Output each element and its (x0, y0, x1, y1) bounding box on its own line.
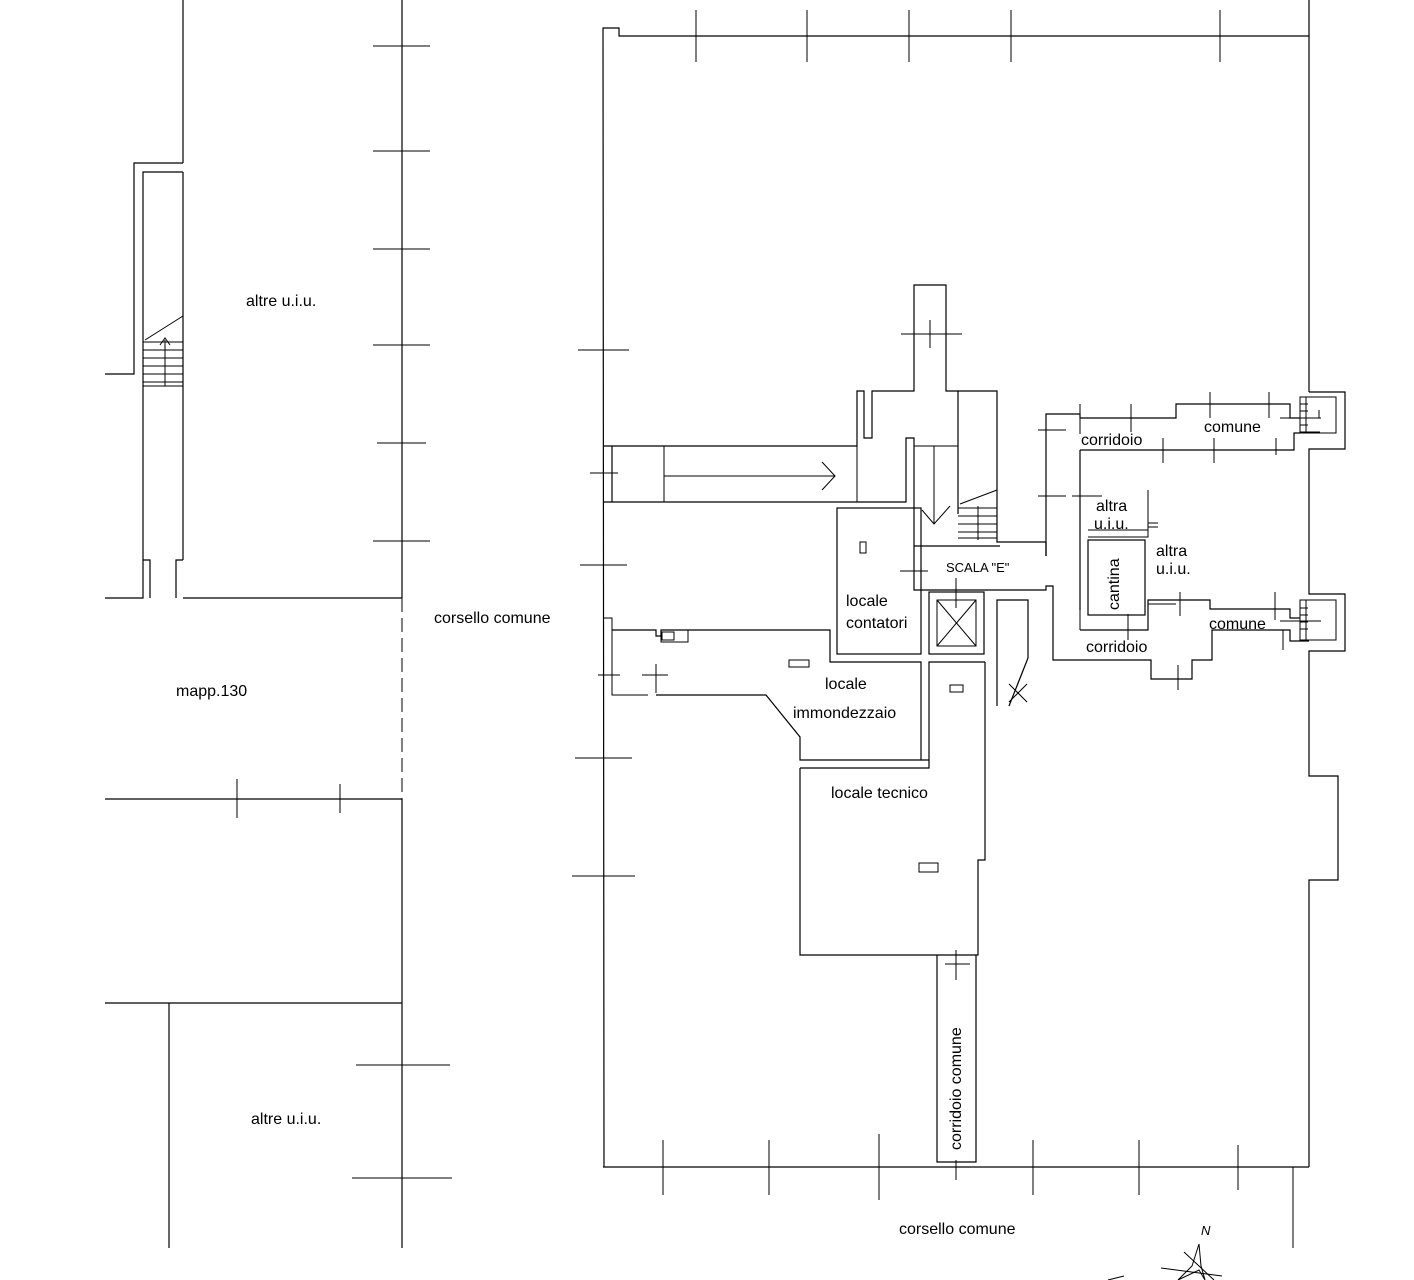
label-corridoio-top: corridoio (1081, 432, 1142, 449)
label-corsello-comune-bottom: corsello comune (899, 1221, 1016, 1238)
label-corsello-comune-mid: corsello comune (434, 610, 551, 627)
label-north: N (1201, 1223, 1211, 1238)
central-core (590, 284, 1309, 1180)
left-building (105, 0, 452, 1248)
north-arrow-icon (1107, 1243, 1223, 1280)
right-wing (1038, 392, 1337, 690)
stair-e-steps (958, 489, 998, 540)
label-locale-tecnico: locale tecnico (831, 785, 928, 802)
label-corridoio-bottom: corridoio (1086, 639, 1147, 656)
label-comune-bottom: comune (1209, 616, 1266, 633)
label-locale-contatori-a: locale (846, 593, 888, 610)
label-mapp: mapp.130 (176, 683, 247, 700)
stair-arrow-icon (159, 337, 171, 346)
label-altre-uiu-top: altre u.i.u. (246, 293, 316, 310)
label-scala: SCALA "E" (946, 560, 1010, 575)
label-corridoio-comune: corridoio comune (948, 1027, 965, 1150)
label-cantina: cantina (1106, 558, 1123, 610)
label-locale-contatori-b: contatori (846, 615, 907, 632)
label-locale-immondezzaio-b: immondezzaio (793, 705, 896, 722)
label-locale-immondezzaio-a: locale (825, 676, 867, 693)
left-stairs (143, 315, 184, 387)
label-altra-uiu-1b: u.i.u. (1094, 516, 1129, 533)
label-altre-uiu-bottom: altre u.i.u. (251, 1111, 321, 1128)
label-altra-uiu-2b: u.i.u. (1156, 561, 1191, 578)
label-comune-top: comune (1204, 419, 1261, 436)
label-altra-uiu-1a: altra (1096, 498, 1127, 515)
elevator-icon (928, 578, 985, 655)
label-altra-uiu-2a: altra (1156, 543, 1187, 560)
